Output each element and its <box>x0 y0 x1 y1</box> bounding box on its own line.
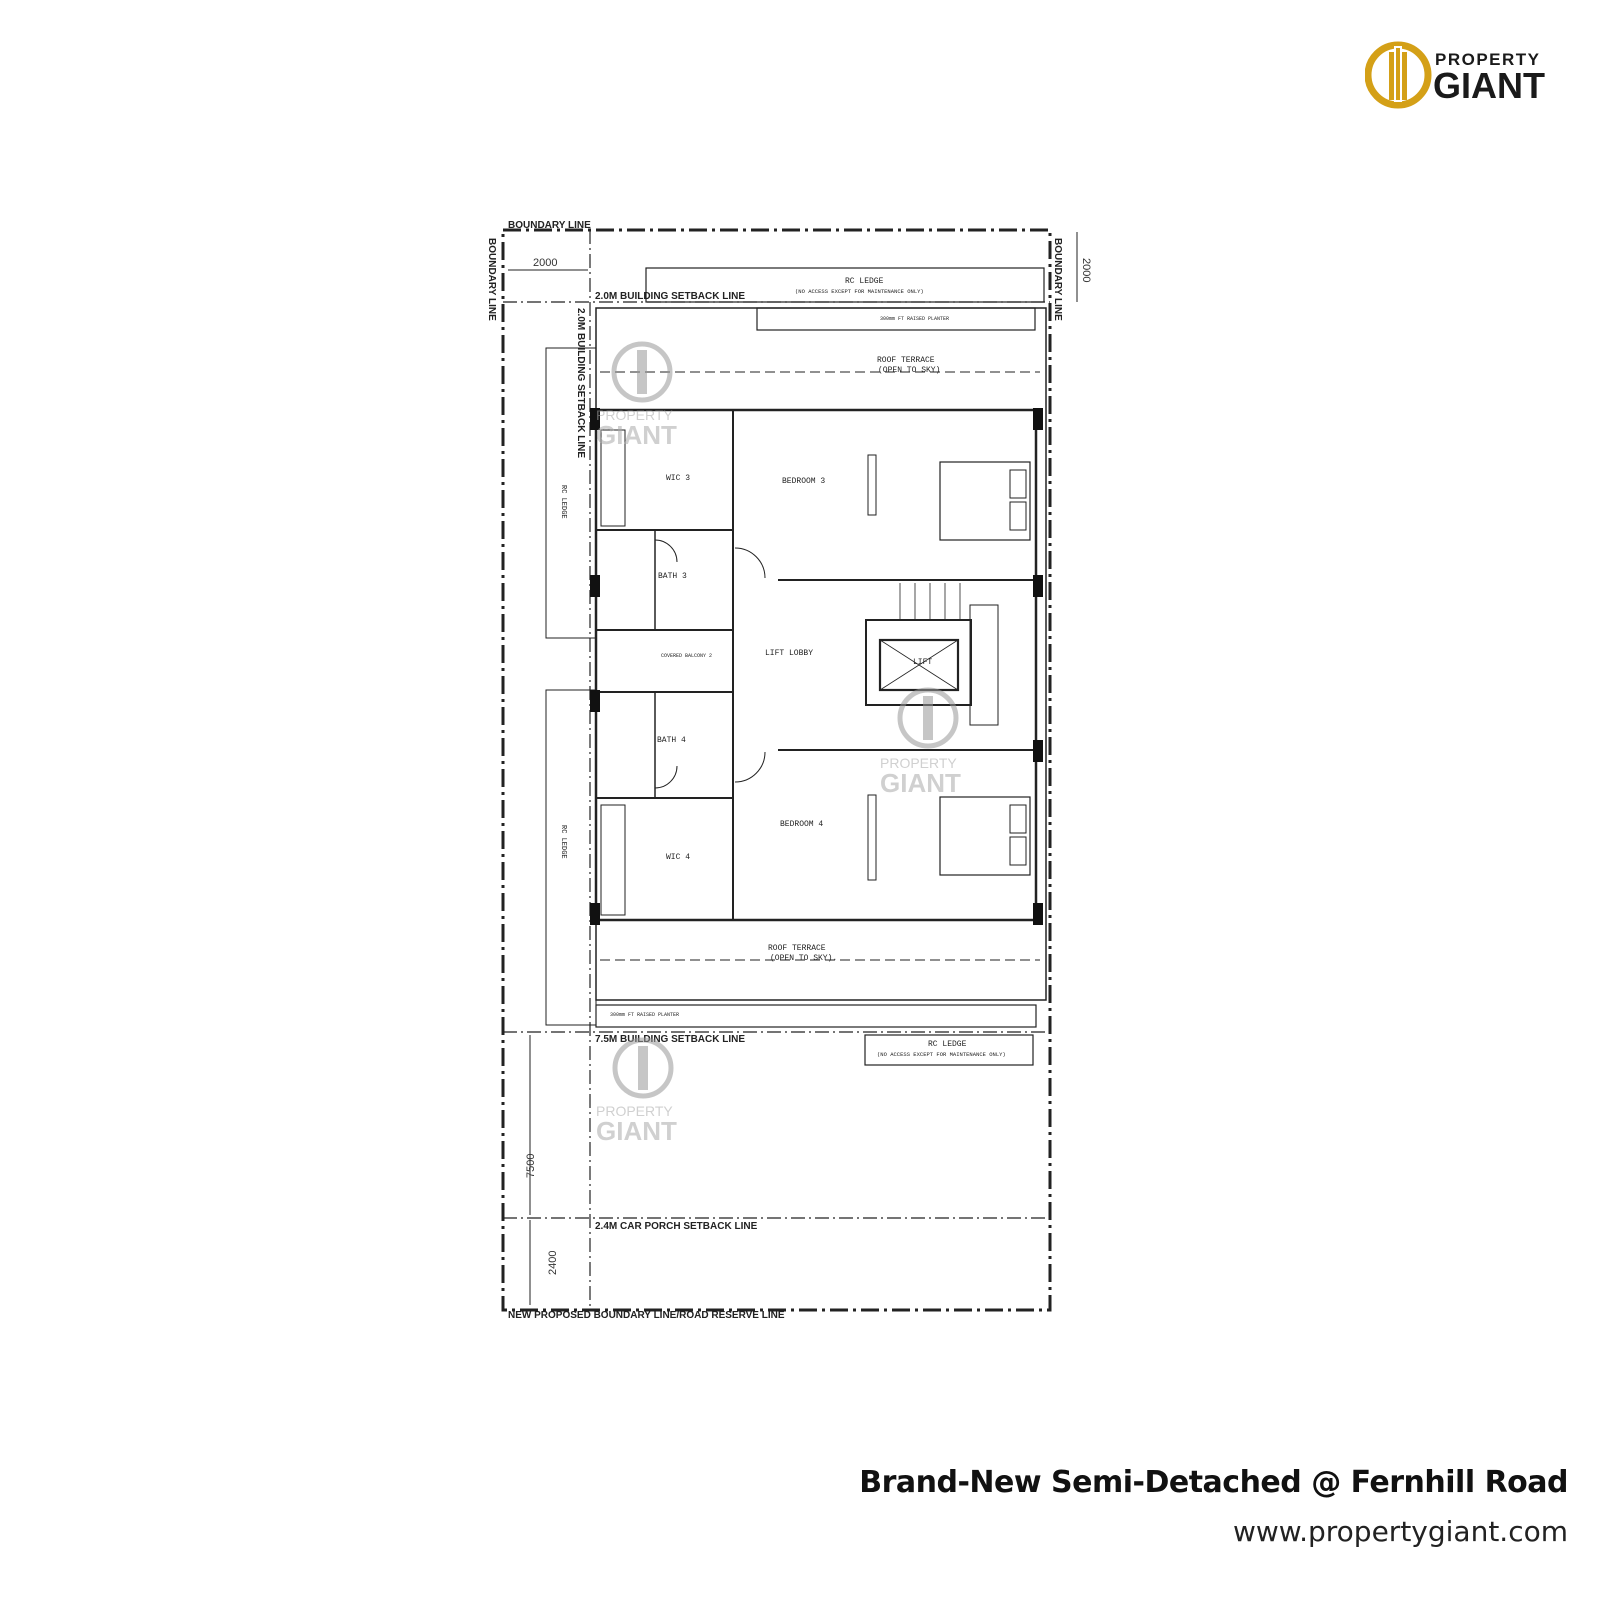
logo-word-property: PROPERTY <box>1435 50 1541 69</box>
watermark-3-line1: PROPERTY <box>596 1103 673 1119</box>
roof-terrace-top-label: ROOF TERRACE <box>877 356 935 365</box>
planter-bottom-label: 300mm FT RAISED PLANTER <box>610 1012 679 1018</box>
setback-top-label: 2.0M BUILDING SETBACK LINE <box>595 291 745 302</box>
road-reserve-label: NEW PROPOSED BOUNDARY LINE/ROAD RESERVE … <box>508 1310 785 1321</box>
roof-terrace-bottom-note: (OPEN TO SKY). <box>770 954 837 963</box>
room-bath3: BATH 3 <box>658 572 687 581</box>
watermark-1-line2: GIANT <box>596 420 677 450</box>
rc-ledge-bottom-label: RC LEDGE <box>928 1040 967 1049</box>
setback-front-label: 7.5M BUILDING SETBACK LINE <box>595 1034 745 1045</box>
watermark-2-line1: PROPERTY <box>880 755 957 771</box>
website-url[interactable]: www.propertygiant.com <box>1232 1515 1568 1548</box>
setback-side-label: 2.0M BUILDING SETBACK LINE <box>575 308 586 458</box>
rc-ledge-bottom-note: (NO ACCESS EXCEPT FOR MAINTENANCE ONLY) <box>877 1051 1006 1058</box>
boundary-line-label-left: BOUNDARY LINE <box>486 238 497 321</box>
rc-ledge-side-label-1: RC LEDGE <box>559 485 567 519</box>
roof-terrace-bottom-label: ROOF TERRACE <box>768 944 826 953</box>
roof-terrace-top-note: (OPEN TO SKY) <box>878 366 940 375</box>
room-bedroom4: BEDROOM 4 <box>780 820 823 829</box>
watermark-2: PROPERTY GIANT <box>880 687 961 798</box>
watermark-1: PROPERTY GIANT <box>596 341 677 450</box>
logo-word-giant: GIANT <box>1433 65 1545 106</box>
rc-ledge-top-note: (NO ACCESS EXCEPT FOR MAINTENANCE ONLY) <box>795 288 924 295</box>
watermark-3-line2: GIANT <box>596 1116 677 1146</box>
room-lift-lobby: LIFT LOBBY <box>765 649 813 658</box>
room-covered-balcony: COVERED BALCONY 2 <box>661 653 712 659</box>
boundary-line-label-right: BOUNDARY LINE <box>1052 238 1063 321</box>
room-lift: LIFT <box>913 658 932 667</box>
watermark-2-line2: GIANT <box>880 768 961 798</box>
dimension-2000-right: 2000 <box>1080 258 1092 282</box>
rc-ledge-top-label: RC LEDGE <box>845 277 884 286</box>
dimension-2400: 2400 <box>547 1251 559 1275</box>
car-porch-setback-label: 2.4M CAR PORCH SETBACK LINE <box>595 1221 758 1232</box>
room-bath4: BATH 4 <box>657 736 686 745</box>
dimension-2000-left: 2000 <box>533 257 557 269</box>
listing-title: Brand-New Semi-Detached @ Fernhill Road <box>859 1465 1568 1500</box>
room-wic3: WIC 3 <box>666 474 690 483</box>
rc-ledge-side-label-2: RC LEDGE <box>559 825 567 859</box>
watermark-3: PROPERTY GIANT <box>596 1037 677 1146</box>
room-bedroom3: BEDROOM 3 <box>782 477 825 486</box>
boundary-line-label-top: BOUNDARY LINE <box>508 220 591 231</box>
logo-mark-icon <box>1365 41 1432 109</box>
planter-top-label: 300mm FT RAISED PLANTER <box>880 316 949 322</box>
watermark-1-line1: PROPERTY <box>596 407 673 423</box>
dimension-7500: 7500 <box>525 1154 537 1178</box>
room-wic4: WIC 4 <box>666 853 690 862</box>
property-giant-logo: PROPERTY GIANT <box>1365 41 1545 109</box>
boundary-outline <box>501 228 1052 1312</box>
